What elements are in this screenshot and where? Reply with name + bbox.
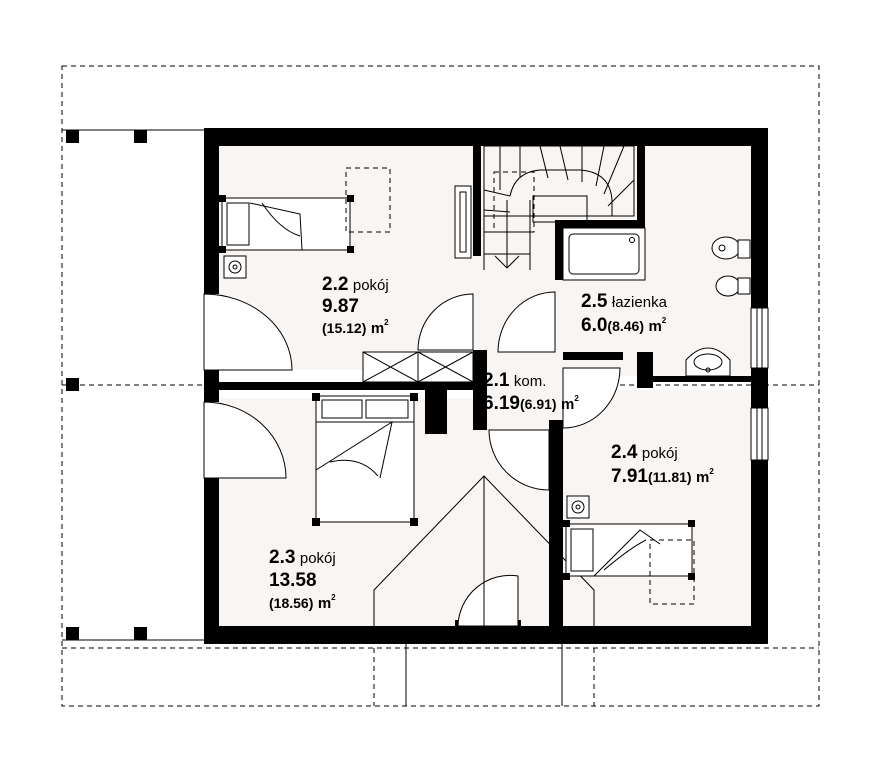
floors	[204, 146, 751, 626]
wardrobe	[362, 351, 474, 383]
bidet	[715, 275, 751, 297]
post	[134, 627, 147, 640]
room-gross-area: (15.12)	[322, 320, 366, 336]
svg-text:2.3 pokój: 2.3 pokój	[269, 547, 336, 568]
wall-right-top	[751, 128, 768, 308]
svg-text:2.5 łazienka: 2.5 łazienka	[581, 291, 668, 312]
room-unit-sup: 2	[574, 394, 579, 403]
wall-bath-bottom-r2	[653, 376, 751, 382]
nightstand-lamp	[566, 495, 590, 519]
room-gross-area: (11.81)	[648, 469, 692, 485]
room-label-2-4: 2.4 pokój 7.91(11.81) m2	[611, 442, 714, 487]
toilet	[711, 236, 751, 260]
bed-single-2-2	[219, 167, 391, 253]
door-2-2-corridor	[417, 293, 474, 351]
room-unit: m	[696, 469, 709, 486]
washbasin	[685, 347, 731, 377]
wall-2-4-left	[549, 420, 563, 626]
post	[66, 378, 79, 391]
room-unit: m	[318, 595, 331, 612]
svg-text:(18.56) m2: (18.56) m2	[269, 593, 336, 612]
svg-text:6.19(6.91) m2: 6.19(6.91) m2	[483, 393, 579, 414]
room-number: 2.3	[269, 547, 295, 568]
room-unit: m	[371, 320, 384, 337]
post	[66, 130, 79, 143]
room-gross-area: (6.91)	[520, 396, 557, 412]
door-2-2	[203, 293, 293, 371]
wall-left-top	[204, 128, 219, 294]
windows	[750, 307, 769, 461]
walls	[204, 128, 768, 644]
room-number: 2.5	[581, 291, 608, 312]
wall-2-2-right	[473, 146, 481, 256]
wall-2-2-bottom	[219, 382, 473, 390]
door-bathroom	[497, 291, 556, 353]
doors	[203, 291, 621, 644]
post	[66, 627, 79, 640]
terrace	[62, 129, 204, 641]
room-gross-area: (8.46)	[607, 318, 644, 334]
room-unit-sup: 2	[331, 593, 336, 602]
svg-text:6.0(8.46) m2: 6.0(8.46) m2	[581, 315, 667, 336]
stairs	[483, 145, 635, 270]
wall-bath-left	[555, 220, 563, 280]
radiator	[454, 185, 472, 259]
room-unit-sup: 2	[662, 316, 667, 325]
room-unit: m	[561, 396, 574, 413]
room-unit: m	[648, 318, 661, 335]
svg-text:7.91(11.81) m2: 7.91(11.81) m2	[611, 466, 714, 487]
bed-double-2-3	[312, 393, 418, 526]
room-area: 7.91	[611, 466, 648, 487]
window	[750, 407, 769, 461]
room-label-2-5: 2.5 łazienka 6.0(8.46) m2	[581, 291, 668, 336]
svg-text:2.1 kom.: 2.1 kom.	[483, 370, 546, 391]
svg-text:(15.12) m2: (15.12) m2	[322, 318, 389, 337]
room-name: pokój	[353, 277, 389, 294]
room-area: 13.58	[269, 570, 317, 591]
wall-bath-bottom-right	[637, 352, 653, 388]
bathtub	[562, 227, 646, 281]
svg-text:2.2 pokój: 2.2 pokój	[322, 274, 389, 295]
door-2-4	[562, 367, 621, 429]
wall-chimney	[425, 390, 447, 434]
room-label-2-2: 2.2 pokój 9.87 (15.12) m2	[322, 274, 389, 337]
wall-left-mid	[204, 370, 219, 402]
ridge-lines	[373, 475, 595, 706]
room-name: łazienka	[612, 294, 668, 311]
room-area: 6.19	[483, 393, 520, 414]
door-exit	[457, 574, 519, 627]
room-name: pokój	[642, 445, 678, 462]
room-label-2-1: 2.1 kom. 6.19(6.91) m2	[483, 370, 579, 414]
wall-bath-bottom	[563, 352, 623, 360]
wall-stair-right	[637, 146, 645, 222]
wall-top	[204, 128, 768, 146]
floor-room-2-4	[563, 390, 751, 626]
room-unit-sup: 2	[384, 318, 389, 327]
svg-text:2.4 pokój: 2.4 pokój	[611, 442, 678, 463]
window	[750, 307, 769, 369]
room-name: kom.	[514, 373, 547, 390]
wall-right-bottom	[751, 460, 768, 644]
room-area: 6.0	[581, 315, 607, 336]
room-area: 9.87	[322, 296, 359, 317]
wall-left-bottom	[204, 478, 219, 644]
room-name: pokój	[300, 550, 336, 567]
nightstand-lamp	[223, 255, 247, 279]
wall-bottom	[204, 626, 768, 644]
wall-bath-top	[555, 220, 645, 228]
bed-single-2-4	[563, 520, 695, 605]
wall-right-mid	[751, 368, 768, 408]
door-2-3	[488, 429, 550, 491]
room-gross-area: (18.56)	[269, 595, 313, 611]
room-number: 2.2	[322, 274, 348, 295]
room-unit-sup: 2	[709, 467, 714, 476]
room-number: 2.1	[483, 370, 510, 391]
room-number: 2.4	[611, 442, 638, 463]
post	[134, 130, 147, 143]
room-label-2-3: 2.3 pokój 13.58 (18.56) m2	[269, 547, 336, 612]
door-2-3-left	[203, 401, 287, 479]
wall-corridor-left	[473, 350, 487, 430]
